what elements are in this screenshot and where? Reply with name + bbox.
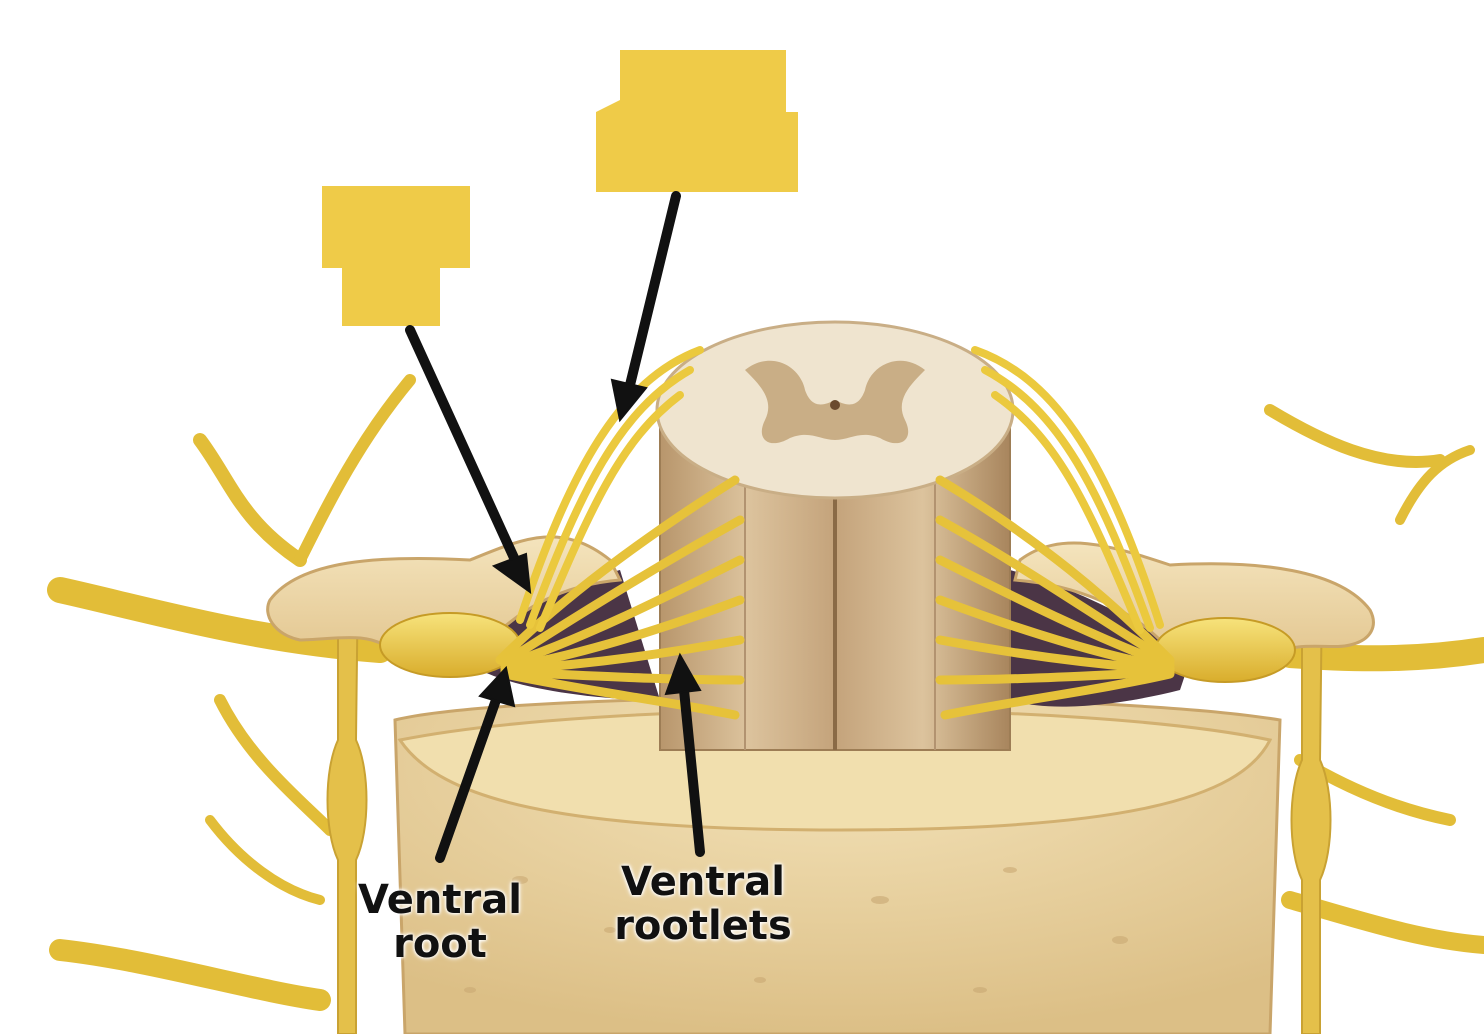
pointer-arrows xyxy=(405,191,705,863)
dorsal-root-ganglion-right xyxy=(1154,617,1296,683)
sympathetic-trunks xyxy=(326,569,1332,1034)
ventral-rootlets-label: Ventral rootlets xyxy=(614,859,792,949)
dorsal-rootlets xyxy=(516,346,1164,634)
ventral-root-label: Ventral root xyxy=(358,877,522,967)
blank-label-box-2[interactable] xyxy=(596,50,798,192)
blank-label-box-1[interactable] xyxy=(322,186,470,326)
ventral-rootlets xyxy=(495,475,1175,720)
dorsal-root-ganglion-left xyxy=(379,612,521,678)
bone-pores xyxy=(464,867,1128,993)
vertebral-arch xyxy=(266,535,623,663)
central-canal xyxy=(830,400,840,410)
